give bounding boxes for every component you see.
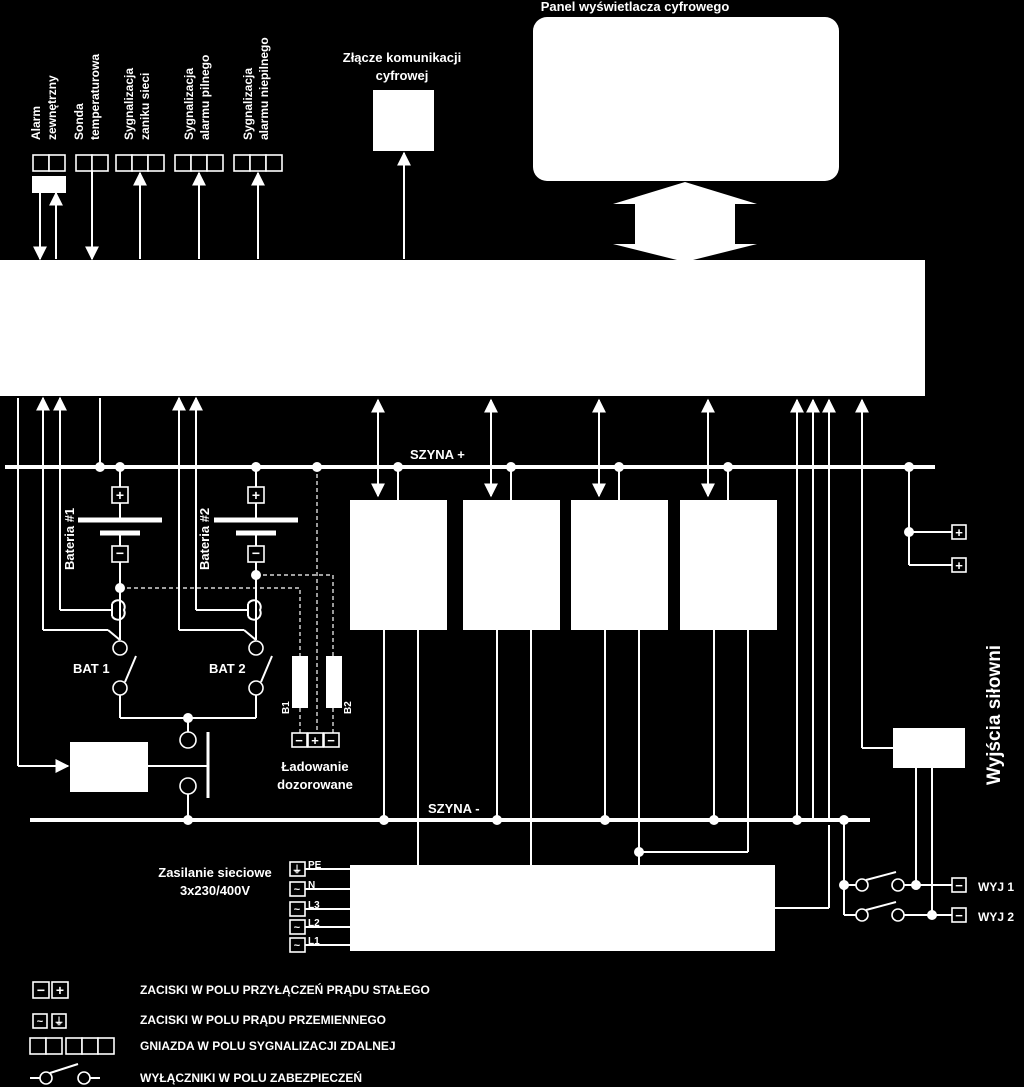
battery1-label: Bateria #1 [62, 508, 77, 570]
main-controller [0, 260, 925, 396]
svg-text:L2: L2 [308, 918, 320, 929]
label-temp-probe-2: temperaturowa [88, 54, 102, 140]
svg-text:~: ~ [294, 884, 301, 896]
label-alarm-external: Alarm [29, 106, 43, 140]
svg-text:PE: PE [308, 860, 322, 871]
legend-signal-sockets-symbol [29, 1037, 115, 1055]
legend-ac-terminals-symbol: ~ ⏚ [32, 1013, 67, 1029]
bus-plus-label: SZYNA + [410, 447, 465, 462]
legend-ac-terminals: ZACISKI W POLU PRĄDU PRZEMIENNEGO [140, 1013, 386, 1027]
svg-text:~: ~ [294, 940, 301, 952]
label-nonurgent-alarm-2: alarmu niepilnego [257, 37, 271, 140]
svg-text:−: − [295, 733, 303, 748]
output2-label: WYJ 2 [978, 910, 1014, 924]
bat2-breaker [248, 640, 273, 696]
legend-dc-terminals: ZACISKI W POLU PRZYŁĄCZEŃ PRĄDU STAŁEGO [140, 982, 430, 997]
label-urgent-alarm-2: alarmu pilnego [198, 55, 212, 140]
svg-text:−: − [955, 878, 963, 893]
comm-connector-title-2: cyfrowej [376, 68, 429, 83]
svg-text:+: + [116, 487, 124, 503]
comm-connector [373, 90, 434, 151]
rectifier-module-1 [350, 500, 447, 630]
outputs-label: Wyjścia siłowni [984, 645, 1005, 785]
charging-terminals: − + − [291, 732, 340, 748]
svg-text:+: + [252, 487, 260, 503]
signal-socket-nonurgent-alarm [233, 154, 283, 172]
battery1-plus-terminal: + [111, 486, 129, 504]
fuse-b1: B1 [281, 656, 308, 714]
svg-text:B2: B2 [343, 701, 354, 714]
output-plus-terminal-1: + [951, 524, 967, 540]
battery1-minus-terminal: − [111, 545, 129, 563]
output1-breaker [855, 871, 905, 892]
svg-text:⏚: ⏚ [54, 1016, 64, 1028]
label-mains-loss-1: Sygnalizacja [122, 68, 136, 140]
rectifier-module-4 [680, 500, 777, 630]
svg-text:L3: L3 [308, 900, 320, 911]
signal-socket-urgent-alarm [174, 154, 224, 172]
battery2-plus-terminal: + [247, 486, 265, 504]
label-mains-loss-2: zaniku sieci [138, 73, 152, 140]
digital-display-panel [533, 17, 839, 181]
svg-text:N: N [308, 880, 315, 891]
svg-text:−: − [116, 545, 124, 561]
svg-text:−: − [252, 545, 260, 561]
battery2-minus-terminal: − [247, 545, 265, 563]
legend-breaker-symbol [30, 1063, 100, 1085]
charging-label: Ładowanie [281, 759, 348, 774]
signal-socket-alarm-external [32, 154, 66, 172]
legend-signal-sockets: GNIAZDA W POLU SYGNALIZACJI ZDALNEJ [140, 1039, 396, 1053]
alarm-input-module [32, 176, 66, 193]
bus-minus-label: SZYNA - [428, 801, 480, 816]
svg-text:+: + [56, 982, 64, 998]
svg-text:~: ~ [294, 904, 301, 916]
signal-socket-temperature [75, 154, 109, 172]
svg-text:⏚: ⏚ [292, 864, 302, 876]
output2-minus-terminal: − [951, 907, 967, 923]
output2-breaker [855, 901, 905, 922]
output-monitoring-module [893, 728, 965, 768]
rectifier-module-3 [571, 500, 668, 630]
output1-label: WYJ 1 [978, 880, 1014, 894]
bat2-switch-label: BAT 2 [209, 661, 246, 676]
comm-connector-title: Złącze komunikacji [343, 50, 462, 65]
label-urgent-alarm-1: Sygnalizacja [182, 68, 196, 140]
rectifier-module-2 [463, 500, 560, 630]
svg-text:−: − [955, 908, 963, 923]
svg-text:+: + [311, 733, 319, 748]
label-nonurgent-alarm-1: Sygnalizacja [241, 68, 255, 140]
label-temp-probe-1: Sonda [72, 103, 86, 140]
charging-label-2: dozorowane [277, 777, 353, 792]
svg-text:−: − [37, 982, 45, 998]
fuse-b2: B2 [326, 656, 354, 714]
svg-text:−: − [327, 733, 335, 748]
svg-text:~: ~ [294, 922, 301, 934]
mains-label: Zasilanie sieciowe [158, 865, 271, 880]
ac-input-terminals: ⏚ PE ~ N ~ L3 ~ L2 ~ L1 [289, 860, 322, 953]
low-voltage-disconnect-module [70, 742, 148, 792]
legend-dc-terminals-symbol: − + [32, 981, 69, 999]
svg-text:L1: L1 [308, 936, 320, 947]
junction-dots [95, 462, 937, 920]
bat1-switch-label: BAT 1 [73, 661, 110, 676]
legend-breakers: WYŁĄCZNIKI W POLU ZABEZPIECZEŃ [140, 1070, 362, 1085]
bat1-breaker [112, 640, 137, 696]
label-alarm-external-2: zewnętrzny [45, 75, 59, 140]
ac-distribution-block [350, 865, 775, 951]
battery2-label: Bateria #2 [197, 508, 212, 570]
mains-label-2: 3x230/400V [180, 883, 250, 898]
signal-socket-mains-loss [115, 154, 165, 172]
output-plus-terminal-2: + [951, 557, 967, 573]
svg-text:~: ~ [37, 1016, 44, 1028]
svg-text:B1: B1 [281, 701, 292, 714]
svg-text:+: + [955, 525, 963, 540]
display-panel-title: Panel wyświetlacza cyfrowego [541, 0, 730, 14]
output1-minus-terminal: − [951, 877, 967, 893]
svg-text:+: + [955, 558, 963, 573]
display-bidirectional-arrow [613, 182, 757, 262]
